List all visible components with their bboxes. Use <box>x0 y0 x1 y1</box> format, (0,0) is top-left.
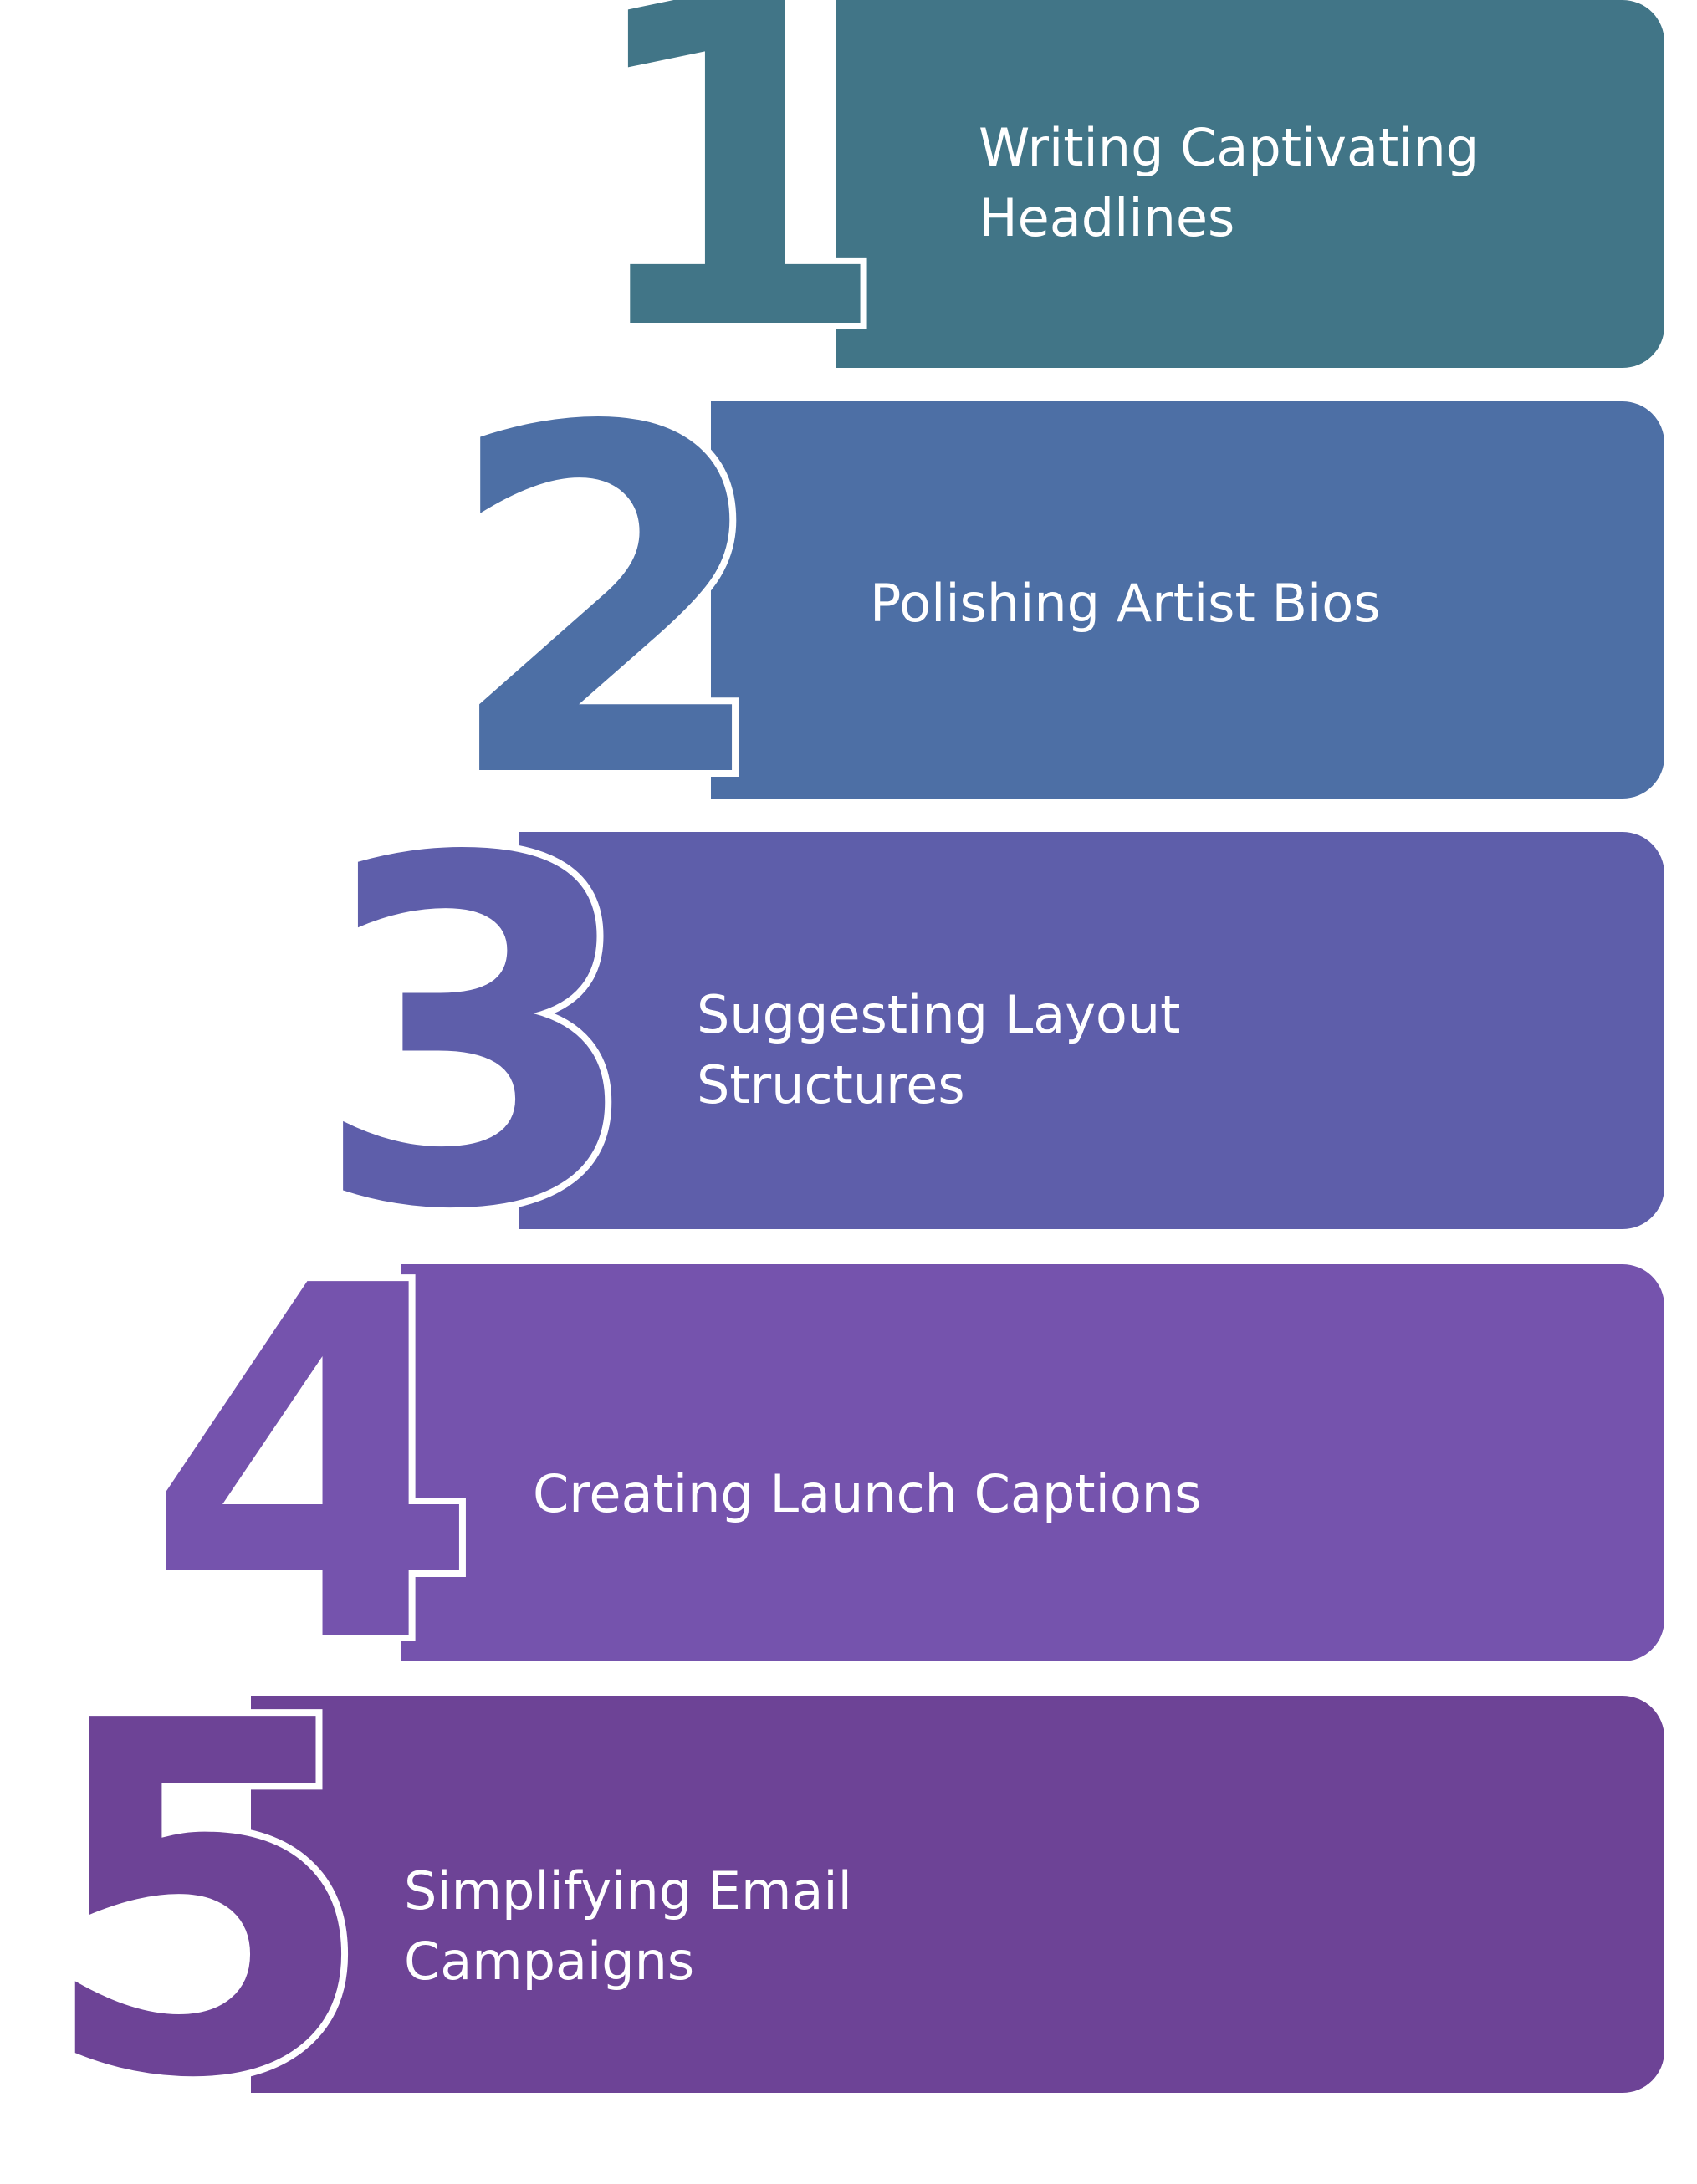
step-1-label: Writing Captivating Headlines <box>979 117 1480 248</box>
step-3-bar <box>519 832 1664 1229</box>
step-2-bar <box>711 401 1664 799</box>
step-3-label: Suggesting Layout Structures <box>697 984 1181 1115</box>
step-5-label: Simplifying Email Campaigns <box>404 1860 852 1992</box>
step-3-number: 3 <box>304 759 650 1314</box>
step-5-number: 5 <box>31 1620 382 2184</box>
step-1-number: 1 <box>570 0 898 430</box>
step-1-bar <box>836 0 1664 368</box>
step-4-number: 4 <box>137 1185 488 1749</box>
step-2-label: Polishing Artist Bios <box>870 573 1381 634</box>
step-4-label: Creating Launch Captions <box>533 1463 1202 1524</box>
step-5-bar <box>251 1696 1664 2093</box>
step-2-number: 2 <box>435 329 780 883</box>
step-4-bar <box>401 1264 1664 1661</box>
